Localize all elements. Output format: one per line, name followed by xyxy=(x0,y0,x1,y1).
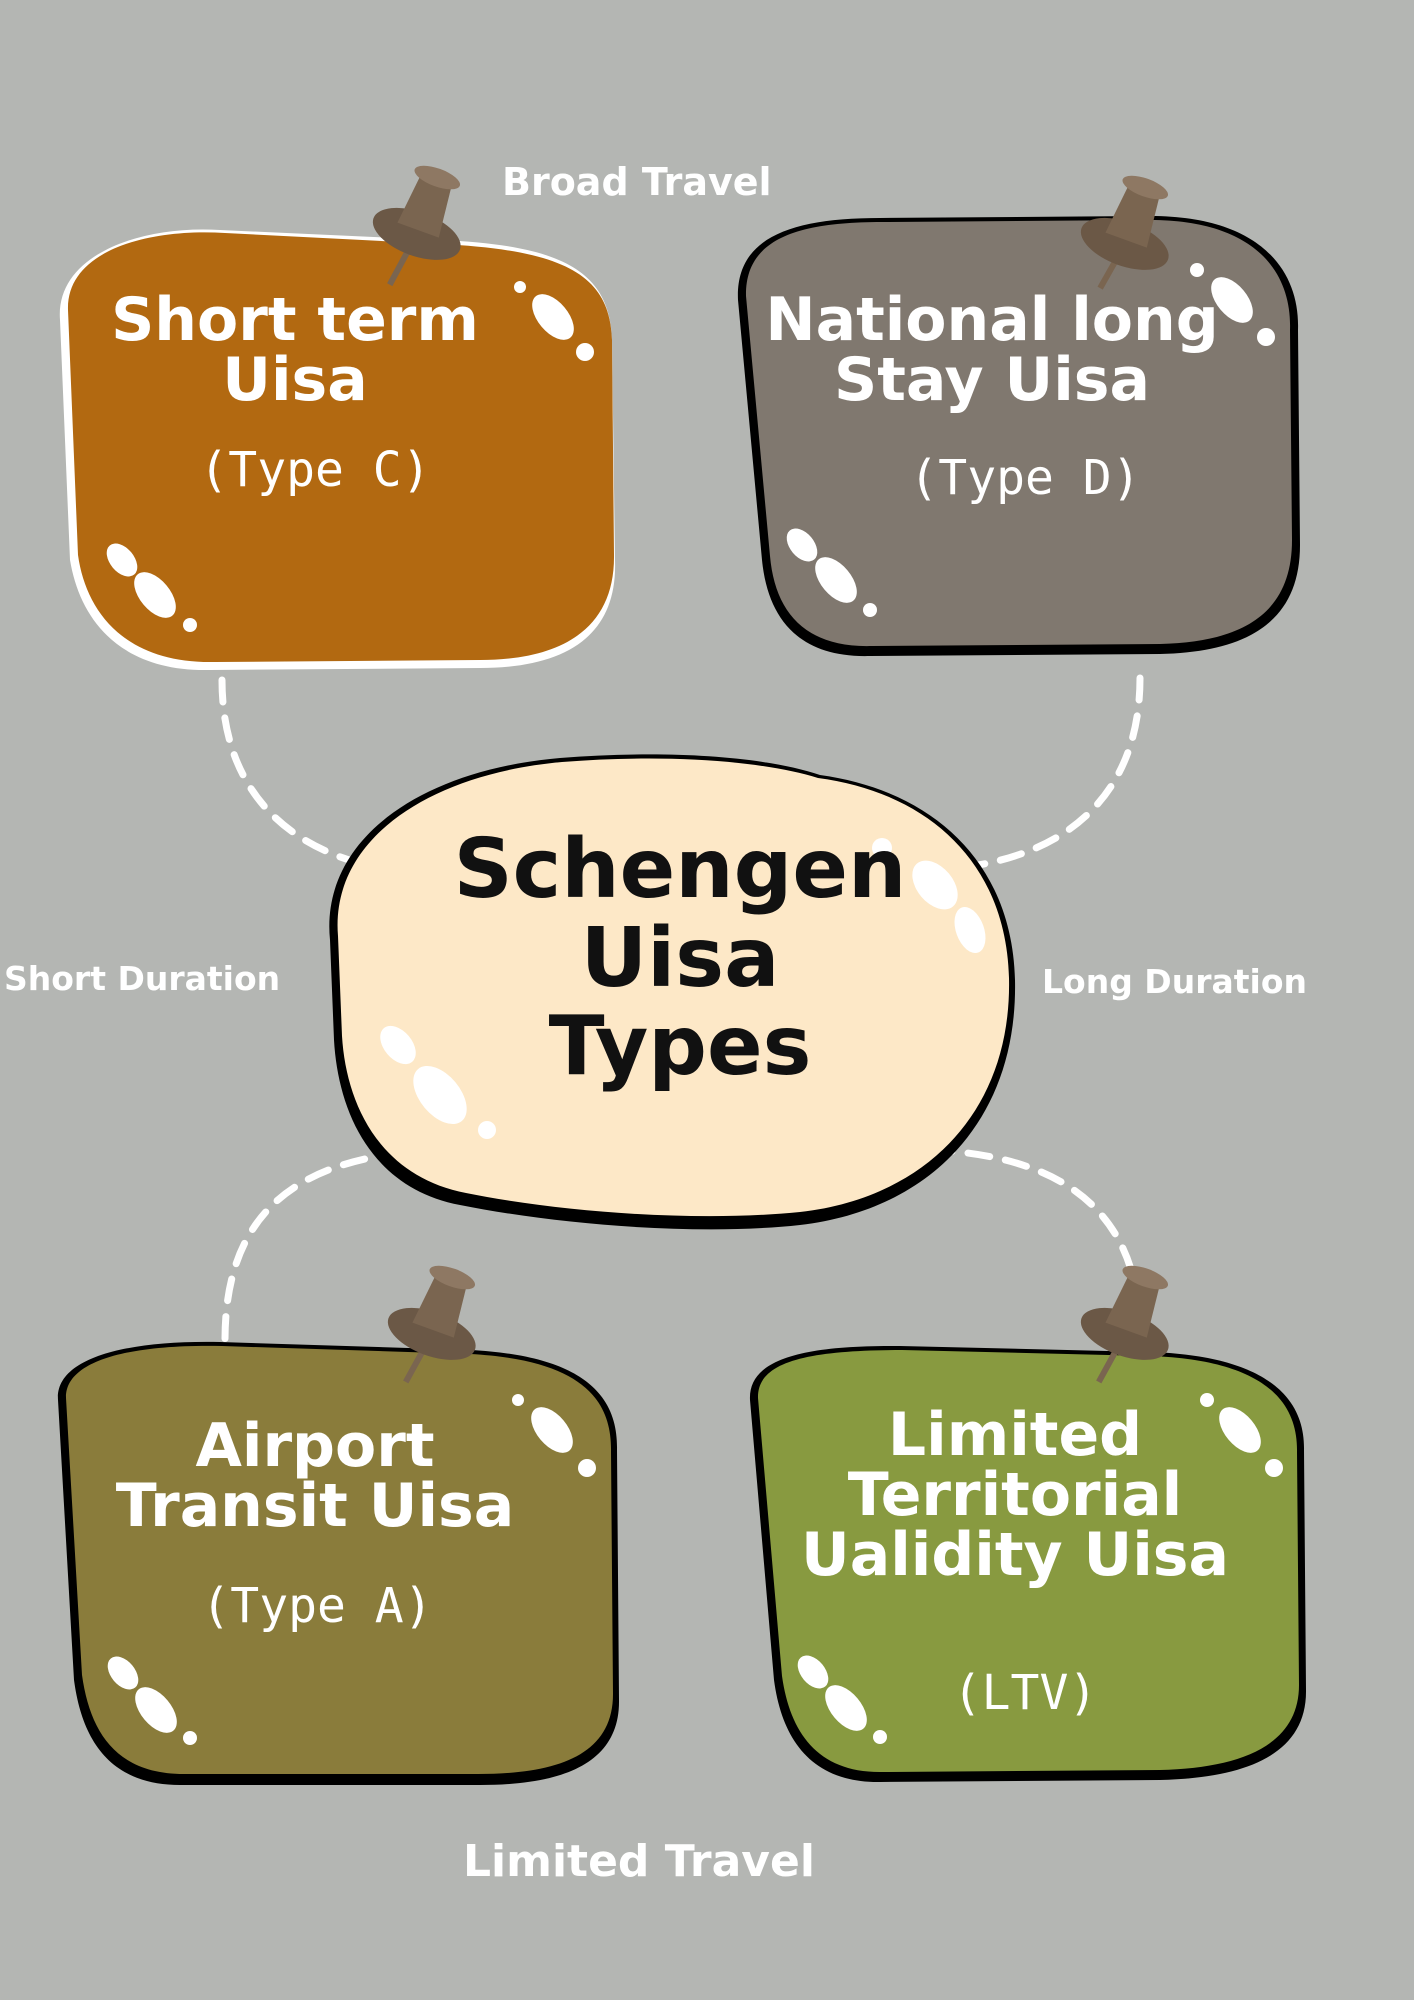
card-limited-territorial-type: (LTV) xyxy=(952,1665,1098,1721)
card-limited-territorial-dots-top xyxy=(1200,1393,1283,1477)
card-national-long-stay-title-line2: Stay Uisa xyxy=(833,345,1151,415)
card-airport-transit-title-line2: Transit Uisa xyxy=(115,1471,515,1541)
card-airport-transit-body xyxy=(65,1345,614,1774)
card-limited-territorial-title-line2: Territorial xyxy=(847,1460,1183,1530)
label-broad-travel: Broad Travel xyxy=(502,160,772,204)
card-limited-territorial xyxy=(749,1345,1307,1783)
card-short-term-title: Short term Uisa xyxy=(70,290,520,410)
card-short-term-title-line1: Short term xyxy=(111,285,479,355)
center-blob-dots-bottom xyxy=(380,1025,496,1139)
card-airport-transit-title-line1: Airport xyxy=(195,1411,435,1481)
center-title: Schengen Uisa Types xyxy=(380,822,980,1095)
label-long-duration: Long Duration xyxy=(1042,962,1307,1001)
card-airport-transit xyxy=(57,1341,620,1785)
pin-icon xyxy=(387,1265,476,1384)
card-limited-territorial-title-line3: Ualidity Uisa xyxy=(800,1520,1230,1590)
card-short-term-dots-bottom xyxy=(106,543,197,632)
card-national-long-stay-dots-bottom xyxy=(786,528,877,617)
card-short-term-dots-top xyxy=(514,281,594,361)
center-title-line1: Schengen xyxy=(453,822,907,917)
center-title-line3: Types xyxy=(548,999,812,1095)
pin-icon xyxy=(1080,1265,1169,1384)
center-title-line2: Uisa xyxy=(580,910,780,1006)
card-airport-transit-dots-top xyxy=(512,1394,596,1477)
center-blob-body xyxy=(337,758,1010,1217)
pin-icon xyxy=(372,165,461,287)
card-short-term xyxy=(59,229,616,671)
connector-limited-territorial xyxy=(926,1146,1144,1339)
center-blob xyxy=(329,754,1016,1230)
card-limited-territorial-dots-bottom xyxy=(797,1655,887,1744)
card-airport-transit-dots-bottom xyxy=(107,1656,197,1745)
card-limited-territorial-body xyxy=(757,1350,1299,1773)
card-national-long-stay-type: (Type D) xyxy=(909,450,1141,506)
card-national-long-stay xyxy=(737,216,1300,657)
center-blob-dots-top xyxy=(872,838,986,954)
card-national-long-stay-title-line1: National long xyxy=(765,285,1219,355)
card-short-term-type: (Type C) xyxy=(199,442,431,498)
card-national-long-stay-title: National long Stay Uisa xyxy=(742,290,1242,410)
card-limited-territorial-title: Limited Territorial Ualidity Uisa xyxy=(770,1405,1260,1585)
card-national-long-stay-body xyxy=(745,220,1292,647)
card-airport-transit-type: (Type A) xyxy=(201,1578,433,1634)
card-short-term-title-line2: Uisa xyxy=(222,345,368,415)
card-airport-transit-title: Airport Transit Uisa xyxy=(80,1416,550,1536)
label-limited-travel: Limited Travel xyxy=(463,1836,815,1887)
pin-icon xyxy=(1080,175,1169,290)
card-national-long-stay-dots-top xyxy=(1190,263,1275,346)
card-short-term-body xyxy=(67,232,615,663)
card-limited-territorial-title-line1: Limited xyxy=(887,1400,1143,1470)
label-short-duration: Short Duration xyxy=(4,959,281,998)
